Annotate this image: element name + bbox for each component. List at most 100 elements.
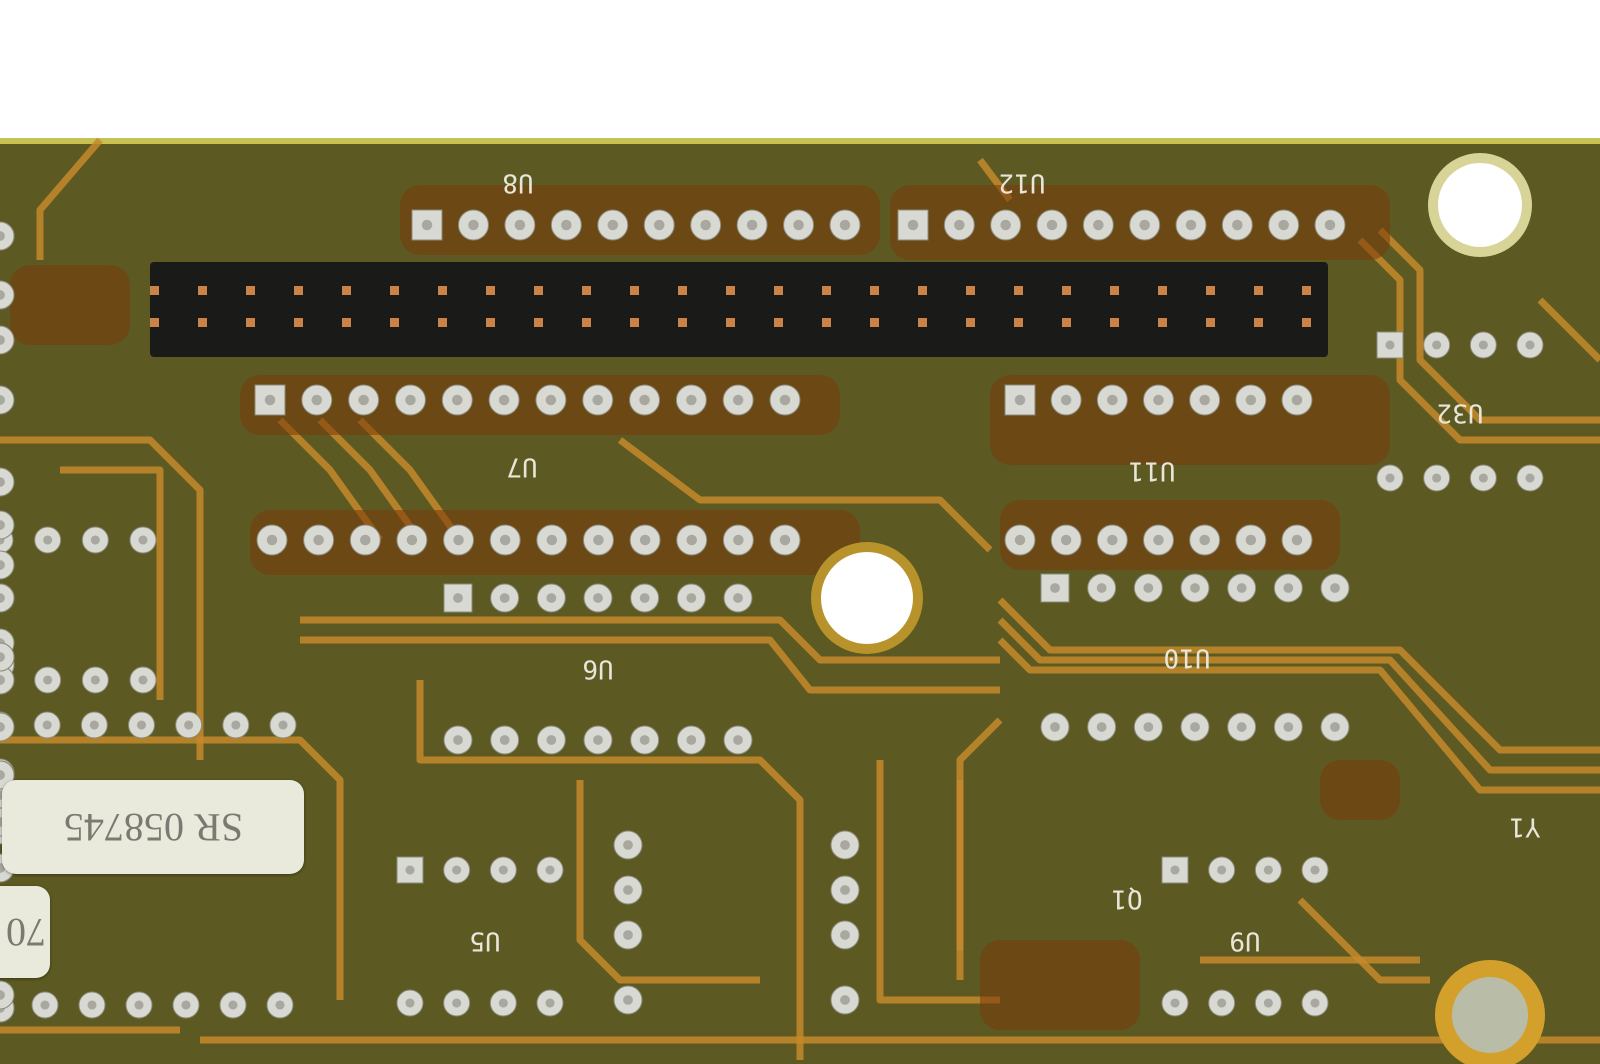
board-edge [0, 138, 1600, 144]
pin-lead [405, 865, 415, 875]
solder-pads [0, 209, 1544, 1023]
header-pin [1254, 286, 1263, 295]
pin-lead [43, 675, 53, 685]
header-pin [870, 318, 879, 327]
serial-number: SR 058745 [63, 804, 243, 850]
solder-pad [0, 712, 15, 742]
silkscreen-label-q1: Q1 [1111, 884, 1142, 914]
header-pin [438, 286, 447, 295]
pin-lead [0, 770, 5, 780]
pin-lead [561, 219, 572, 231]
pin-lead [275, 1000, 285, 1010]
pin-lead [1217, 998, 1227, 1008]
header-pin [1014, 286, 1023, 295]
copper-traces [0, 137, 1600, 1060]
pin-lead [1153, 534, 1164, 546]
pin-lead [452, 394, 463, 406]
pin-lead [468, 219, 479, 231]
pin-lead [40, 1000, 50, 1010]
mounting-hole [811, 542, 923, 654]
header-pin [534, 318, 543, 327]
pin-lead [840, 995, 850, 1005]
pin-lead [90, 675, 100, 685]
pin-lead [453, 735, 463, 745]
header-pin [966, 286, 975, 295]
pin-lead [498, 394, 510, 406]
pin-lead [1000, 219, 1011, 231]
pin-lead [452, 865, 462, 875]
pin-lead [405, 998, 415, 1008]
silkscreen-label-u32: U32 [1437, 398, 1484, 428]
header-pin [1206, 318, 1215, 327]
pin-lead [0, 652, 5, 662]
header-pin [294, 286, 303, 295]
pin-lead [1060, 394, 1072, 406]
pin-lead [639, 593, 650, 603]
pin-lead [733, 735, 743, 745]
pin-lead [779, 394, 791, 406]
partial-sticker-text: 70 [6, 909, 46, 955]
pin-lead [1107, 394, 1118, 406]
pin-lead [1170, 865, 1180, 875]
pin-lead [1014, 394, 1026, 406]
pin-lead [1190, 583, 1200, 593]
pin-lead [42, 720, 52, 730]
pin-lead [231, 720, 241, 730]
pin-lead [499, 735, 510, 745]
trace [956, 717, 1003, 950]
flux-patch [10, 265, 130, 345]
pin-lead [1139, 219, 1150, 231]
pin-lead [623, 930, 633, 940]
pin-lead [136, 720, 147, 730]
silkscreen-label-y1: Y1 [1509, 812, 1540, 842]
pin-lead [1096, 722, 1107, 732]
trace [876, 760, 1000, 1004]
pin-lead [545, 865, 555, 875]
pin-lead [1432, 473, 1442, 483]
pin-lead [90, 535, 100, 545]
pin-lead [623, 885, 633, 895]
pin-lead [499, 593, 510, 603]
pin-lead [87, 1000, 97, 1010]
pin-lead [623, 995, 633, 1005]
trace [1297, 897, 1430, 984]
pin-lead [593, 735, 603, 745]
header-pin [150, 286, 159, 295]
mounting-hole-top-right [1428, 153, 1532, 257]
pin-lead [732, 394, 744, 406]
pin-lead [840, 885, 850, 895]
header-pin [1062, 286, 1071, 295]
header-pin [966, 318, 975, 327]
pin-lead [653, 219, 665, 231]
pin-lead [840, 930, 850, 940]
square-pad [1004, 384, 1036, 416]
pin-lead [43, 535, 53, 545]
pin-lead [546, 735, 557, 745]
pin-lead [181, 1000, 191, 1010]
pin-lead [733, 593, 743, 603]
pin-lead [623, 840, 633, 850]
pin-lead [358, 394, 369, 406]
pin-lead [1385, 340, 1395, 350]
header-pin [582, 286, 591, 295]
solder-pad [0, 467, 15, 497]
header-pin [246, 286, 255, 295]
trace [1537, 297, 1600, 363]
trace [300, 636, 1000, 694]
pin-lead [498, 998, 508, 1008]
square-pad [1376, 331, 1404, 359]
header-pin [534, 286, 543, 295]
pin-lead [1217, 865, 1227, 875]
pin-lead [1153, 394, 1164, 406]
pin-lead [700, 219, 711, 231]
header-pin [678, 318, 687, 327]
pin-lead [1478, 473, 1488, 483]
header-pin [1062, 318, 1071, 327]
pin-lead [1096, 583, 1107, 593]
header-pin [390, 286, 399, 295]
header-pin [486, 318, 495, 327]
trace [997, 637, 1600, 794]
silkscreen-label-u10: U10 [1164, 643, 1211, 673]
serial-sticker: SR 058745 [2, 780, 304, 874]
